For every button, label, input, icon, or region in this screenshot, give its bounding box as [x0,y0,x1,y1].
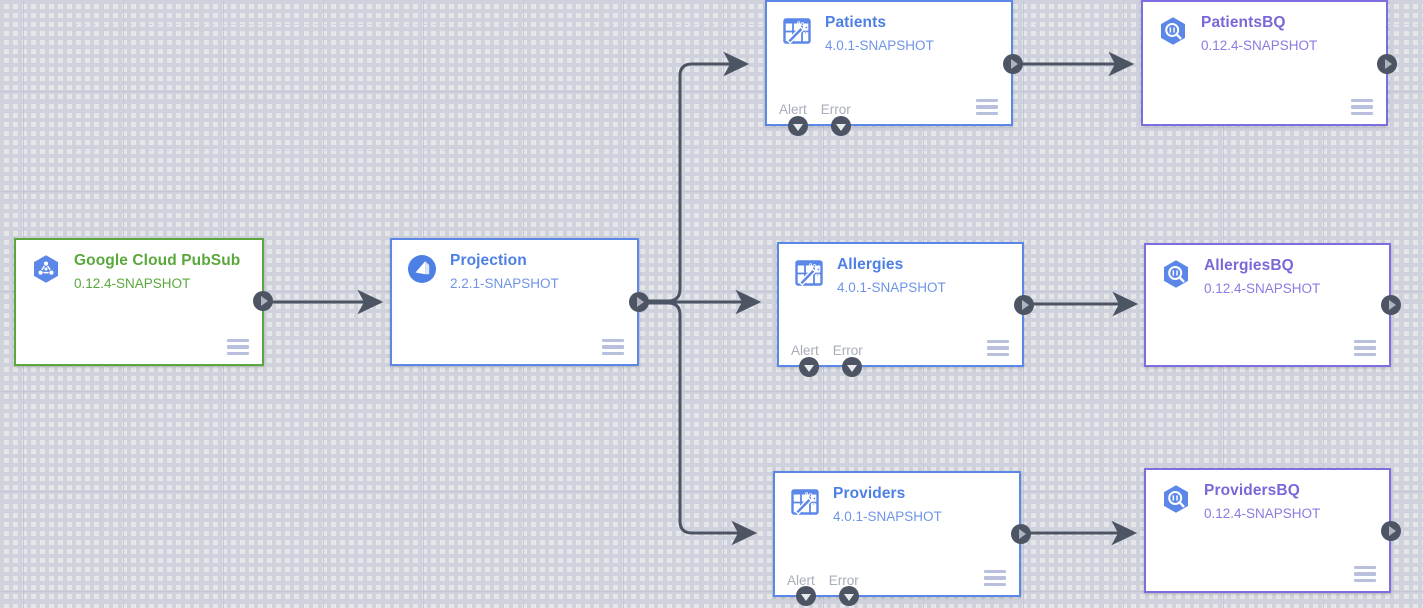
wrangler-table-wand-icon [781,15,813,47]
node-allergies[interactable]: Allergies 4.0.1-SNAPSHOT Alert Error [777,242,1024,367]
node-title: Allergies [837,256,904,273]
port-alert-allergies[interactable] [799,357,819,377]
node-title: ProvidersBQ [1204,482,1300,499]
node-version: 0.12.4-SNAPSHOT [1204,281,1321,296]
node-patientsbq[interactable]: PatientsBQ 0.12.4-SNAPSHOT [1141,0,1388,126]
node-version: 4.0.1-SNAPSHOT [837,280,946,295]
node-menu-icon[interactable] [1354,340,1376,356]
node-text: PatientsBQ 0.12.4-SNAPSHOT [1201,14,1317,54]
port-label-alert: Alert [791,343,819,358]
node-version: 0.12.4-SNAPSHOT [1204,506,1321,521]
node-title: PatientsBQ [1201,14,1286,31]
port-out-patientsbq[interactable] [1377,54,1397,74]
node-port-labels: Alert Error [791,343,863,359]
node-menu-icon[interactable] [1351,99,1373,115]
node-version: 0.12.4-SNAPSHOT [74,276,191,291]
port-out-providersbq[interactable] [1381,521,1401,541]
node-menu-icon[interactable] [984,570,1006,586]
node-port-labels: Alert Error [787,573,859,589]
node-providersbq[interactable]: ProvidersBQ 0.12.4-SNAPSHOT [1144,468,1391,593]
node-patients[interactable]: Patients 4.0.1-SNAPSHOT Alert Error [765,0,1013,126]
node-text: Providers 4.0.1-SNAPSHOT [833,485,942,525]
node-text: Allergies 4.0.1-SNAPSHOT [837,256,946,296]
port-out-allergiesbq[interactable] [1381,295,1401,315]
port-error-allergies[interactable] [842,357,862,377]
node-text: Google Cloud PubSub 0.12.4-SNAPSHOT [74,252,240,292]
node-text: ProvidersBQ 0.12.4-SNAPSHOT [1204,482,1320,522]
node-title: Providers [833,485,906,502]
google-bigquery-icon [1160,258,1192,290]
node-title: Google Cloud PubSub [74,252,241,269]
node-header: ProvidersBQ 0.12.4-SNAPSHOT [1146,470,1389,522]
port-label-alert: Alert [787,573,815,588]
node-port-labels: Alert Error [779,102,851,118]
node-header: Projection 2.2.1-SNAPSHOT [392,240,637,292]
edge-projection-to-providers [646,301,758,546]
port-label-error: Error [820,102,851,117]
port-out-providers[interactable] [1011,524,1031,544]
node-title: Patients [825,14,887,31]
port-out-projection[interactable] [629,292,649,312]
node-text: Projection 2.2.1-SNAPSHOT [450,252,559,292]
projection-icon [406,253,438,285]
node-menu-icon[interactable] [227,339,249,355]
google-bigquery-icon [1157,15,1189,47]
port-label-error: Error [828,573,859,588]
node-projection[interactable]: Projection 2.2.1-SNAPSHOT [390,238,639,366]
port-label-alert: Alert [779,102,807,117]
node-header: Providers 4.0.1-SNAPSHOT [775,473,1019,525]
node-pubsub[interactable]: Google Cloud PubSub 0.12.4-SNAPSHOT [14,238,264,366]
node-text: Patients 4.0.1-SNAPSHOT [825,14,934,54]
google-cloud-pubsub-icon [30,253,62,285]
node-menu-icon[interactable] [602,339,624,355]
node-providers[interactable]: Providers 4.0.1-SNAPSHOT Alert Error [773,471,1021,597]
port-out-pubsub[interactable] [253,291,273,311]
port-error-patients[interactable] [831,116,851,136]
node-version: 2.2.1-SNAPSHOT [450,276,559,291]
node-header: AllergiesBQ 0.12.4-SNAPSHOT [1146,245,1389,297]
node-title: Projection [450,252,527,269]
node-header: Allergies 4.0.1-SNAPSHOT [779,244,1022,296]
port-out-patients[interactable] [1003,54,1023,74]
wrangler-table-wand-icon [793,257,825,289]
node-header: Patients 4.0.1-SNAPSHOT [767,2,1011,54]
port-error-providers[interactable] [839,586,859,606]
node-version: 4.0.1-SNAPSHOT [833,509,942,524]
google-bigquery-icon [1160,483,1192,515]
wrangler-table-wand-icon [789,486,821,518]
node-version: 0.12.4-SNAPSHOT [1201,38,1318,53]
node-header: PatientsBQ 0.12.4-SNAPSHOT [1143,2,1386,54]
node-allergiesbq[interactable]: AllergiesBQ 0.12.4-SNAPSHOT [1144,243,1391,367]
port-out-allergies[interactable] [1014,295,1034,315]
node-menu-icon[interactable] [976,99,998,115]
node-menu-icon[interactable] [1354,566,1376,582]
port-alert-patients[interactable] [788,116,808,136]
port-alert-providers[interactable] [796,586,816,606]
port-label-error: Error [832,343,863,358]
node-version: 4.0.1-SNAPSHOT [825,38,934,53]
node-header: Google Cloud PubSub 0.12.4-SNAPSHOT [16,240,262,292]
node-text: AllergiesBQ 0.12.4-SNAPSHOT [1204,257,1320,297]
edge-projection-to-patients [646,51,750,303]
node-title: AllergiesBQ [1204,257,1294,274]
node-menu-icon[interactable] [987,340,1009,356]
